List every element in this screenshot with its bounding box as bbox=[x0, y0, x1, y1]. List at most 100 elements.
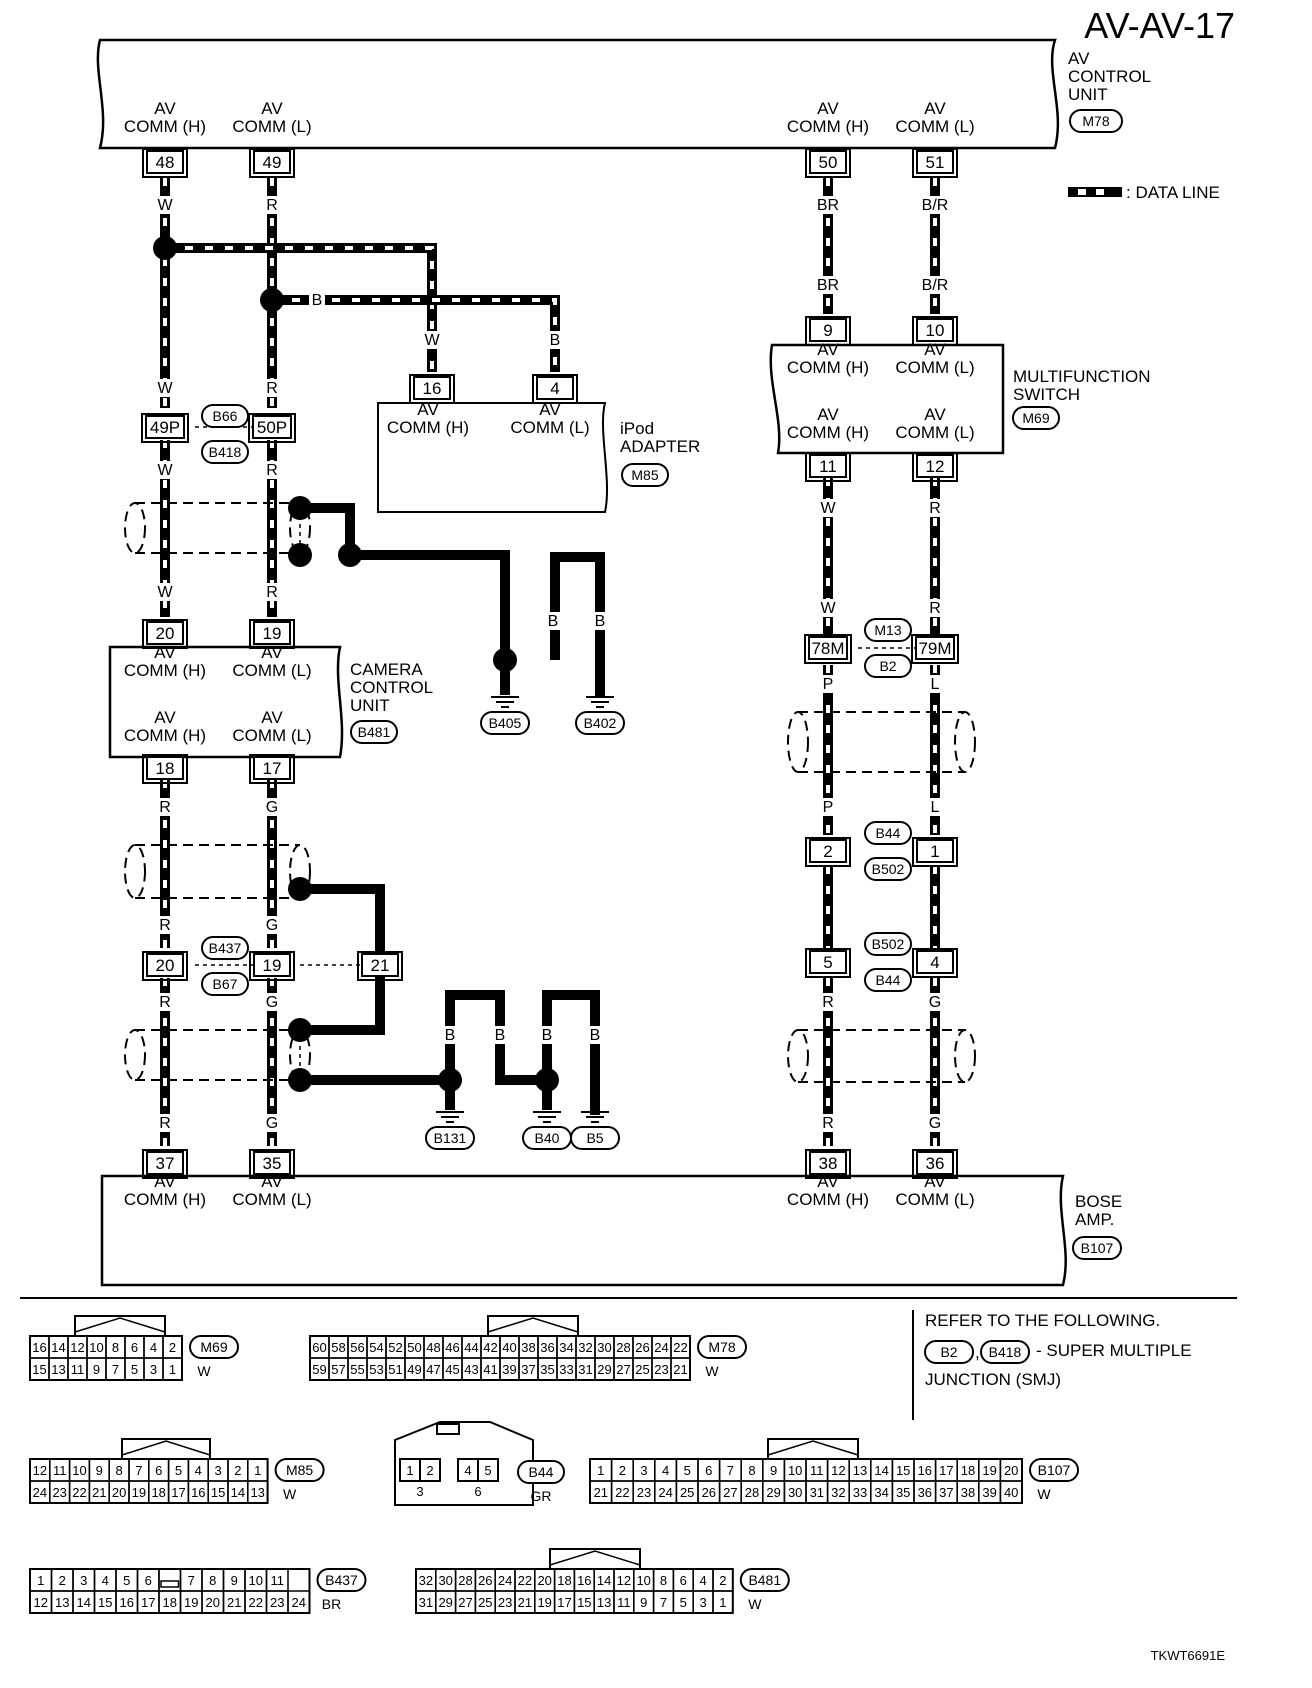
face-pin: 28 bbox=[458, 1573, 472, 1588]
terminal-av-label: AV bbox=[817, 340, 839, 359]
pin-box-frame bbox=[911, 634, 959, 664]
wire-label-bg bbox=[924, 276, 946, 294]
wire-color-label: R bbox=[822, 1115, 834, 1132]
code-oval bbox=[201, 404, 249, 428]
wire-label-bg bbox=[309, 289, 325, 307]
face-pin: 45 bbox=[445, 1362, 459, 1377]
pin-number: 38 bbox=[819, 1154, 838, 1173]
code-oval bbox=[864, 618, 912, 642]
pin-number: 10 bbox=[926, 321, 945, 340]
wire-color-label: W bbox=[157, 380, 173, 397]
pin-number: 51 bbox=[926, 153, 945, 172]
face-pin: 6 bbox=[680, 1573, 687, 1588]
face-pin: 3 bbox=[416, 1484, 423, 1499]
face-pin: 5 bbox=[175, 1463, 182, 1478]
face-tab bbox=[767, 1438, 859, 1459]
face-pin: 21 bbox=[594, 1485, 608, 1500]
pin-number: 12 bbox=[926, 457, 945, 476]
face-pin: 18 bbox=[961, 1463, 975, 1478]
face-tab bbox=[121, 1438, 211, 1459]
face-cell bbox=[247, 1480, 269, 1504]
face-pin: 43 bbox=[464, 1362, 478, 1377]
face-pin: 6 bbox=[145, 1573, 152, 1588]
wire-label-bg bbox=[261, 798, 283, 816]
wire-label-bg bbox=[542, 612, 564, 630]
mfs-label-1: MULTIFUNCTION bbox=[1013, 367, 1151, 386]
face-pin: 37 bbox=[521, 1362, 535, 1377]
terminal-comm-label: COMM (H) bbox=[787, 117, 869, 136]
pin-box bbox=[916, 950, 954, 974]
pin-box bbox=[361, 953, 399, 977]
pin-box bbox=[146, 150, 184, 174]
face-pin: 17 bbox=[939, 1463, 953, 1478]
terminal-comm-label: COMM (H) bbox=[124, 1190, 206, 1209]
face-pin: 21 bbox=[92, 1485, 106, 1500]
face-pin: 1 bbox=[719, 1595, 726, 1610]
face-pin: 2 bbox=[234, 1463, 241, 1478]
pin-box-frame bbox=[912, 837, 958, 867]
face-pin: 11 bbox=[53, 1463, 67, 1478]
wire-label-bg bbox=[154, 993, 176, 1011]
pin-box-frame bbox=[805, 316, 851, 346]
face-pin: 25 bbox=[635, 1362, 649, 1377]
splice-dot bbox=[288, 496, 312, 520]
face-pin: 25 bbox=[478, 1595, 492, 1610]
face-pin: 4 bbox=[150, 1340, 157, 1355]
face-pin: 7 bbox=[188, 1573, 195, 1588]
shield-end-left bbox=[787, 1029, 809, 1083]
splice-dot bbox=[288, 877, 312, 901]
reference-note: REFER TO THE FOLLOWING. B2 B418 , - SUPE… bbox=[924, 1311, 1192, 1389]
face-pin: 36 bbox=[918, 1485, 932, 1500]
wire-color-label: R bbox=[159, 917, 171, 934]
note-suffix: - SUPER MULTIPLE bbox=[1036, 1341, 1192, 1360]
face-pin: 20 bbox=[112, 1485, 126, 1500]
splice-dots bbox=[153, 236, 559, 1092]
terminal-comm-label: COMM (L) bbox=[895, 423, 974, 442]
face-pin: 18 bbox=[151, 1485, 165, 1500]
wire-color-label: R bbox=[159, 799, 171, 816]
pin-box-frame bbox=[912, 948, 958, 978]
pin-number: 17 bbox=[263, 759, 282, 778]
face-code: M85 bbox=[286, 1462, 313, 1478]
face-pin: 7 bbox=[112, 1362, 119, 1377]
pin-box-frame bbox=[249, 148, 295, 178]
face-code: M69 bbox=[200, 1339, 227, 1355]
face-code-oval bbox=[697, 1335, 747, 1359]
av-control-code: M78 bbox=[1082, 113, 1109, 129]
wire-color-label: W bbox=[157, 462, 173, 479]
wire-label-bg bbox=[924, 798, 946, 816]
wire-label-bg bbox=[817, 993, 839, 1011]
terminal-comm-label: COMM (L) bbox=[232, 1190, 311, 1209]
wire-label-bg bbox=[924, 675, 946, 693]
face-pin: 10 bbox=[249, 1573, 263, 1588]
face-pin: 26 bbox=[635, 1340, 649, 1355]
ground-code: B402 bbox=[584, 715, 617, 731]
face-code-oval bbox=[1029, 1458, 1079, 1482]
terminal-av-label: AV bbox=[417, 400, 439, 419]
pin-number: 37 bbox=[156, 1154, 175, 1173]
mfs-label-2: SWITCH bbox=[1013, 385, 1080, 404]
pin-number: 2 bbox=[823, 842, 832, 861]
face-pin: 44 bbox=[464, 1340, 478, 1355]
wire-label-bg bbox=[924, 993, 946, 1011]
face-pin: 23 bbox=[52, 1485, 66, 1500]
pin-box-frame bbox=[805, 837, 851, 867]
face-pin: 30 bbox=[438, 1573, 452, 1588]
face-key bbox=[160, 1580, 180, 1588]
terminal-comm-label: COMM (L) bbox=[232, 726, 311, 745]
face-pin: 31 bbox=[578, 1362, 592, 1377]
face-pin: 4 bbox=[464, 1463, 471, 1478]
pin-box bbox=[809, 150, 847, 174]
terminal-av-label: AV bbox=[539, 400, 561, 419]
pin-box bbox=[253, 621, 291, 645]
pin-number: 35 bbox=[263, 1154, 282, 1173]
face-pin: 32 bbox=[578, 1340, 592, 1355]
terminal-comm-label: COMM (H) bbox=[787, 358, 869, 377]
junction-code: B2 bbox=[879, 658, 896, 674]
pin-box-frame bbox=[912, 1149, 958, 1179]
face-pin: 40 bbox=[502, 1340, 516, 1355]
face-pin: 21 bbox=[518, 1595, 532, 1610]
